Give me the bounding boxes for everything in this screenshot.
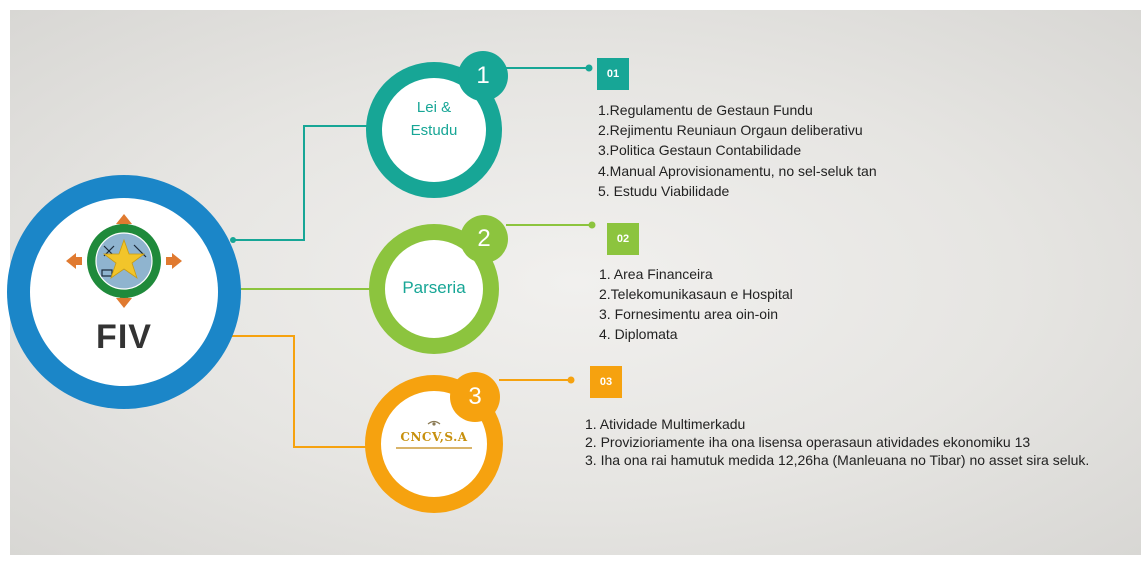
list-item: 2. Provizioriamente iha ona lisensa oper…: [585, 434, 1031, 450]
branch-1-number-badge: 1: [458, 51, 508, 101]
hub-title: FIV: [96, 318, 152, 356]
list-item: 1. Atividade Multimerkadu: [585, 416, 746, 432]
list-item: 1. Area Financeira: [599, 266, 713, 282]
list-item: 2.Rejimentu Reuniaun Orgaun deliberativu: [598, 122, 863, 139]
list-item: 3. Iha ona rai hamutuk medida 12,26ha (M…: [585, 452, 1090, 468]
branch-2-number-badge: 2: [460, 215, 508, 263]
branch-1-list: 1.Regulamentu de Gestaun Fundu 2.Rejimen…: [598, 100, 958, 201]
branch-3-list: 1. Atividade Multimerkadu 2. Provizioria…: [585, 415, 1090, 469]
list-item: 4.Manual Aprovisionamentu, no sel-seluk …: [598, 162, 877, 179]
list-item: 3. Fornesimentu area oin-oin: [599, 306, 778, 322]
branch-1-label-line-1: Lei &: [416, 99, 452, 116]
cncv-logo-text: CNCV,S.A: [400, 430, 468, 444]
cncv-emblem-icon: [427, 420, 441, 426]
list-item: 2.Telekomunikasaun e Hospital: [599, 286, 793, 302]
branch-1-tag: 01: [597, 58, 629, 90]
branch-2-list: 1. Area Financeira 2.Telekomunikasaun e …: [599, 264, 919, 344]
list-item: 3.Politica Gestaun Contabilidade: [598, 142, 802, 159]
fiv-logo-icon: [66, 214, 182, 308]
branch-3-tag: 03: [590, 366, 622, 398]
cncv-logo-underline: [396, 447, 472, 449]
branch-1-label-line-2: Estudu: [410, 122, 458, 139]
list-item: 1.Regulamentu de Gestaun Fundu: [598, 102, 813, 118]
branch-2-label: Parseria: [402, 278, 466, 297]
list-item: 5. Estudu Viabilidade: [598, 182, 730, 199]
branch-2-tag: 02: [607, 223, 639, 255]
list-item: 4. Diplomata: [599, 326, 678, 342]
branch-1-label: Lei & Estudu: [388, 96, 480, 142]
branch-3-number-badge: 3: [450, 372, 500, 422]
